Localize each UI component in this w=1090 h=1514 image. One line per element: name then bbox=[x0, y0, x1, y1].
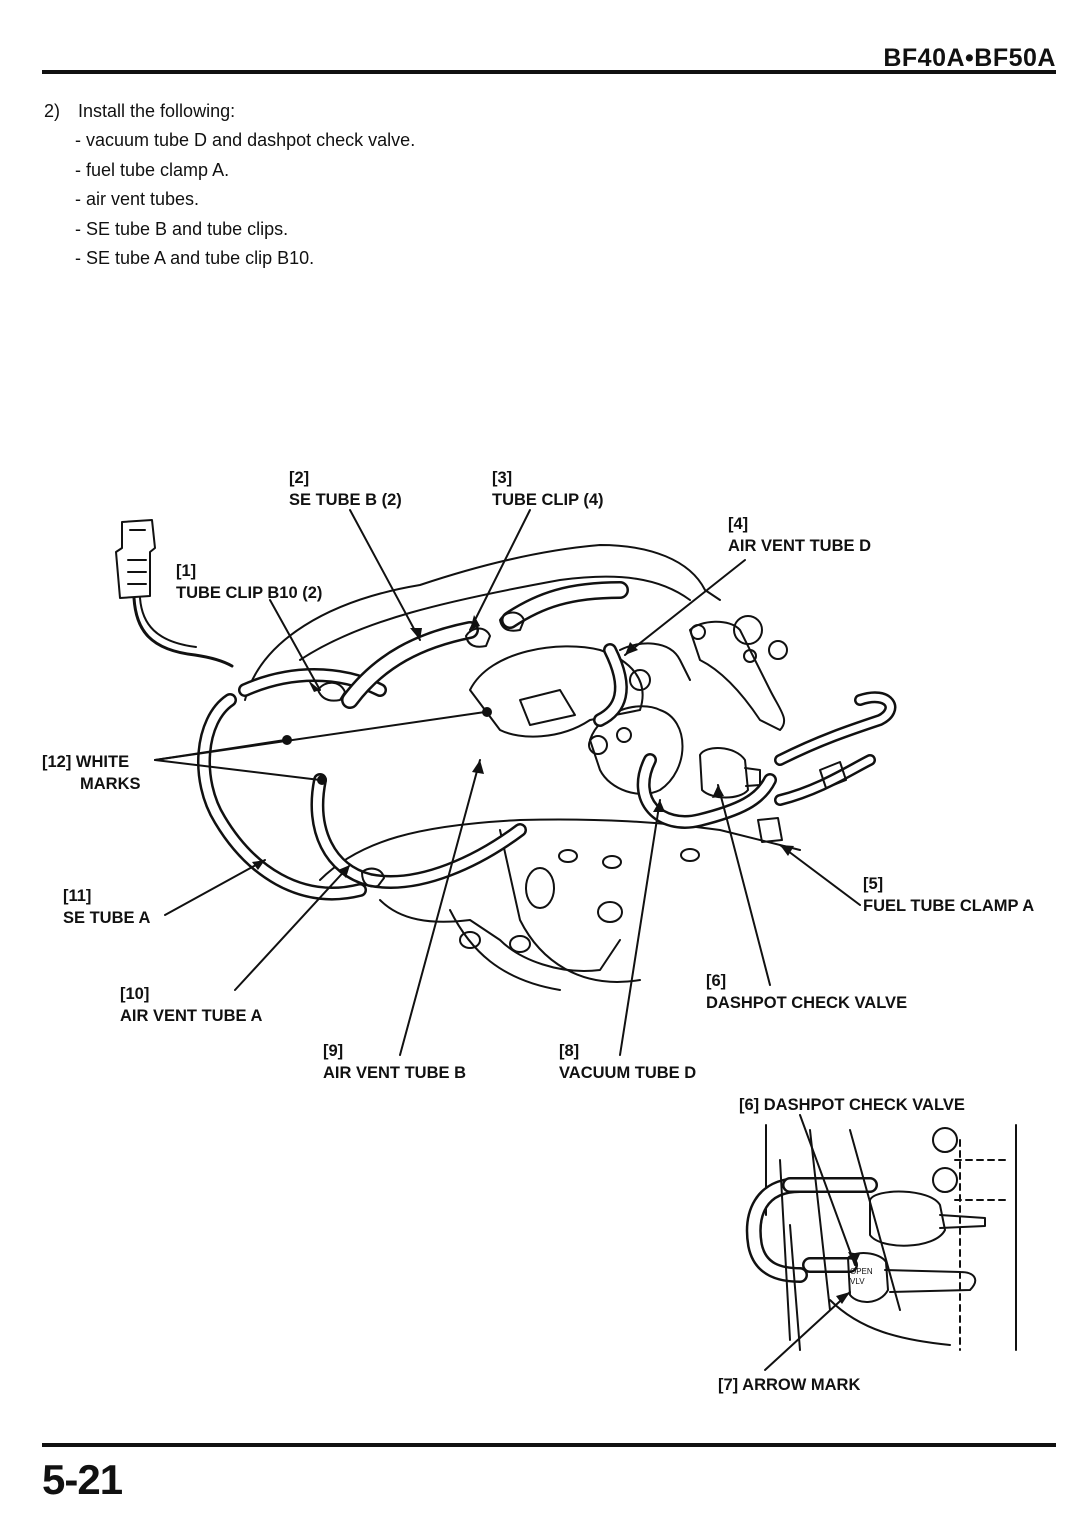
install-item: - fuel tube clamp A. bbox=[75, 159, 230, 180]
callout-ref: [2] bbox=[289, 469, 310, 487]
page-number: 5-21 bbox=[42, 1456, 123, 1503]
manual-model-title: BF40A•BF50A bbox=[883, 44, 1056, 72]
callout-ref: [11] bbox=[63, 887, 92, 905]
callout-ref: [4] bbox=[728, 515, 749, 533]
callout-ref: [6] bbox=[706, 972, 727, 990]
callout-text: ARROW MARK bbox=[742, 1376, 861, 1394]
callout-ref: [7] bbox=[718, 1376, 739, 1394]
callout-white-marks: [12] WHITE MARKS bbox=[42, 751, 141, 795]
callout-text: AIR VENT TUBE D bbox=[728, 537, 872, 555]
callout-se-tube-b: [2] SE TUBE B (2) bbox=[289, 467, 402, 511]
install-items-list: - vacuum tube D and dashpot check valve.… bbox=[75, 126, 415, 274]
callout-ref: [8] bbox=[559, 1042, 580, 1060]
callout-ref: [9] bbox=[323, 1042, 344, 1060]
callout-text: DASHPOT CHECK VALVE bbox=[706, 994, 908, 1012]
callout-text: VACUUM TUBE D bbox=[559, 1064, 697, 1082]
callout-air-vent-tube-d: [4] AIR VENT TUBE D bbox=[728, 513, 871, 557]
callout-text: AIR VENT TUBE A bbox=[120, 1007, 263, 1025]
callout-text: TUBE CLIP B10 (2) bbox=[176, 584, 323, 602]
callout-text: SE TUBE B (2) bbox=[289, 491, 402, 509]
valve-vlv-marking: VLV bbox=[850, 1277, 865, 1286]
callout-text: AIR VENT TUBE B bbox=[323, 1064, 467, 1082]
footer-rule bbox=[42, 1443, 1056, 1447]
callout-text: DASHPOT CHECK VALVE bbox=[763, 1096, 965, 1114]
step-intro: 2) Install the following: bbox=[44, 96, 235, 126]
callout-ref: [10] bbox=[120, 985, 150, 1003]
callout-text: SE TUBE A bbox=[63, 909, 151, 927]
install-item: - SE tube A and tube clip B10. bbox=[75, 248, 315, 268]
header-rule bbox=[42, 70, 1056, 74]
callout-air-vent-tube-b: [9] AIR VENT TUBE B bbox=[323, 1040, 466, 1084]
detail-title-dashpot-check-valve: [6] DASHPOT CHECK VALVE bbox=[739, 1094, 965, 1116]
callout-ref: [5] bbox=[863, 875, 884, 893]
install-item: - SE tube B and tube clips. bbox=[75, 218, 289, 239]
callout-text: MARKS bbox=[80, 775, 141, 793]
callout-se-tube-a: [11] SE TUBE A bbox=[63, 885, 150, 929]
callout-fuel-tube-clamp-a: [5] FUEL TUBE CLAMP A bbox=[863, 873, 1034, 917]
step-intro-text: Install the following: bbox=[78, 101, 236, 121]
callout-text: TUBE CLIP (4) bbox=[492, 491, 604, 509]
step-number: 2) bbox=[44, 101, 61, 121]
callout-vacuum-tube-d: [8] VACUUM TUBE D bbox=[559, 1040, 696, 1084]
install-item: - air vent tubes. bbox=[75, 189, 200, 209]
callout-ref: [1] bbox=[176, 562, 197, 580]
callout-arrow-mark: [7] ARROW MARK bbox=[718, 1374, 860, 1396]
callout-text: FUEL TUBE CLAMP A bbox=[863, 897, 1035, 915]
valve-open-marking: OPEN bbox=[850, 1267, 873, 1276]
callout-tube-clip: [3] TUBE CLIP (4) bbox=[492, 467, 604, 511]
callout-dashpot-check-valve: [6] DASHPOT CHECK VALVE bbox=[706, 970, 907, 1014]
callout-ref: [12] WHITE bbox=[42, 753, 130, 771]
callout-ref: [3] bbox=[492, 469, 513, 487]
callout-air-vent-tube-a: [10] AIR VENT TUBE A bbox=[120, 983, 262, 1027]
callout-ref: [6] bbox=[739, 1096, 760, 1114]
install-item: - vacuum tube D and dashpot check valve. bbox=[75, 130, 416, 150]
callout-tube-clip-b10: [1] TUBE CLIP B10 (2) bbox=[176, 560, 322, 604]
